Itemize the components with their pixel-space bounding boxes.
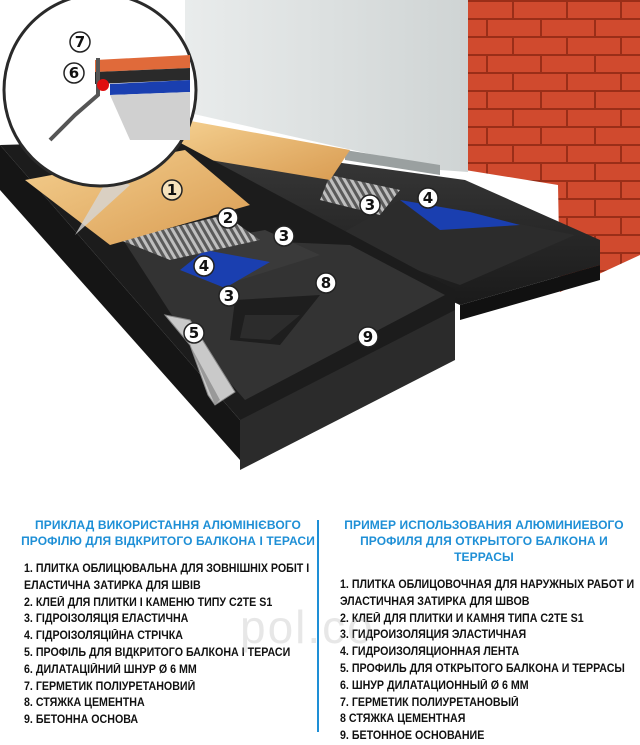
legend-item: 9. БЕТОННОЕ ОСНОВАНИЕ — [340, 729, 485, 743]
callout-label: 6 — [69, 64, 79, 82]
facade-wall — [185, 0, 468, 175]
legend-item: 6. ДИЛАТАЦІЙНИЙ ШНУР Ø 6 ММ — [24, 662, 197, 676]
callout-5: 5 — [183, 322, 205, 344]
legend-item: 3. ГІДРОІЗОЛЯЦІЯ ЕЛАСТИЧНА — [24, 612, 189, 626]
callout-label: 7 — [75, 33, 85, 51]
callout-1: 1 — [161, 179, 183, 201]
callout-label: 4 — [199, 257, 209, 275]
callout-label: 9 — [363, 328, 373, 346]
legend-item: 2. КЛЕЙ ДЛЯ ПЛИТКИ І КАМЕНЮ ТИПУ C2TE S1 — [24, 595, 273, 609]
legend-item: 4. ГІДРОІЗОЛЯЦІЙНА СТРІЧКА — [24, 629, 183, 643]
sealant-marker — [97, 79, 109, 91]
legend-item: 4. ГИДРОИЗОЛЯЦИОННАЯ ЛЕНТА — [340, 645, 520, 659]
callout-label: 3 — [365, 196, 375, 214]
legend-item: 7. ГЕРМЕТИК ПОЛИУРЕТАНОВЫЙ — [340, 695, 519, 709]
legend-list: 1. ПЛИТКА ОБЛИЦОВОЧНАЯ ДЛЯ НАРУЖНЫХ РАБО… — [334, 577, 634, 745]
legend-title: ПРИКЛАД ВИКОРИСТАННЯ АЛЮМІНІЄВОГО ПРОФІЛ… — [21, 518, 315, 548]
callout-6: 6 — [63, 62, 85, 84]
callout-label: 8 — [321, 274, 331, 292]
detail-magnifier — [2, 0, 198, 235]
callout-label: 5 — [189, 324, 199, 342]
legend-item: 5. ПРОФІЛЬ ДЛЯ ВІДКРИТОГО БАЛКОНА І ТЕРА… — [24, 645, 291, 659]
legend-title: ПРИМЕР ИСПОЛЬЗОВАНИЯ АЛЮМИНИЕВОГО ПРОФИЛ… — [344, 518, 624, 564]
callout-label: 4 — [423, 189, 433, 207]
callout-label: 1 — [167, 181, 177, 199]
legend-item: 6. ШНУР ДИЛАТАЦИОННЫЙ Ø 6 ММ — [340, 678, 529, 692]
brick-wall — [465, 0, 640, 292]
callout-label: 3 — [224, 287, 234, 305]
callout-label: 2 — [223, 209, 233, 227]
callout-7: 7 — [69, 31, 91, 53]
legend-item: 7. ГЕРМЕТИК ПОЛІУРЕТАНОВИЙ — [24, 679, 196, 693]
callout-4-right: 4 — [417, 187, 439, 209]
legend-item: 9. БЕТОННА ОСНОВА — [24, 713, 139, 727]
callout-2: 2 — [217, 207, 239, 229]
callout-3-right: 3 — [359, 194, 381, 216]
callout-3-lower: 3 — [218, 285, 240, 307]
legend-item: 2. КЛЕЙ ДЛЯ ПЛИТКИ И КАМНЯ ТИПА C2TE S1 — [340, 611, 584, 625]
callout-3-top: 3 — [273, 225, 295, 247]
callout-9: 9 — [357, 326, 379, 348]
legend-item: 1. ПЛИТКА ОБЛИЦОВОЧНАЯ ДЛЯ НАРУЖНЫХ РАБО… — [340, 578, 635, 591]
legend-list: 1. ПЛИТКА ОБЛИЦЮВАЛЬНА ДЛЯ ЗОВНІШНІХ РОБ… — [18, 561, 318, 729]
terrace-slab-right — [175, 120, 600, 320]
tiles-right — [180, 120, 350, 180]
legend-divider — [317, 520, 319, 732]
legend-item: 1. ПЛИТКА ОБЛИЦЮВАЛЬНА ДЛЯ ЗОВНІШНІХ РОБ… — [24, 562, 310, 575]
aluminium-profile — [163, 314, 236, 406]
legend-item: ЭЛАСТИЧНАЯ ЗАТИРКА ДЛЯ ШВОВ — [340, 594, 530, 608]
legend-item: 5. ПРОФИЛЬ ДЛЯ ОТКРЫТОГО БАЛКОНА И ТЕРРА… — [340, 661, 625, 675]
legend-item: 8 СТЯЖКА ЦЕМЕНТНАЯ — [340, 712, 466, 726]
callout-8: 8 — [315, 272, 337, 294]
callout-label: 3 — [279, 227, 289, 245]
legend-russian: ПРИМЕР ИСПОЛЬЗОВАНИЯ АЛЮМИНИЕВОГО ПРОФИЛ… — [334, 517, 634, 745]
legend-ukrainian: ПРИКЛАД ВИКОРИСТАННЯ АЛЮМІНІЄВОГО ПРОФІЛ… — [18, 517, 318, 729]
balcony-layers-illustration: 1 2 3 3 3 4 4 5 6 7 8 9 — [0, 0, 640, 470]
callout-4-left: 4 — [193, 255, 215, 277]
legend-item: 3. ГИДРОИЗОЛЯЦИЯ ЭЛАСТИЧНАЯ — [340, 628, 527, 642]
legend-item: ЕЛАСТИЧНА ЗАТИРКА ДЛЯ ШВІВ — [24, 578, 201, 592]
concrete-base — [240, 310, 455, 470]
legend-item: 8. СТЯЖКА ЦЕМЕНТНА — [24, 696, 145, 710]
